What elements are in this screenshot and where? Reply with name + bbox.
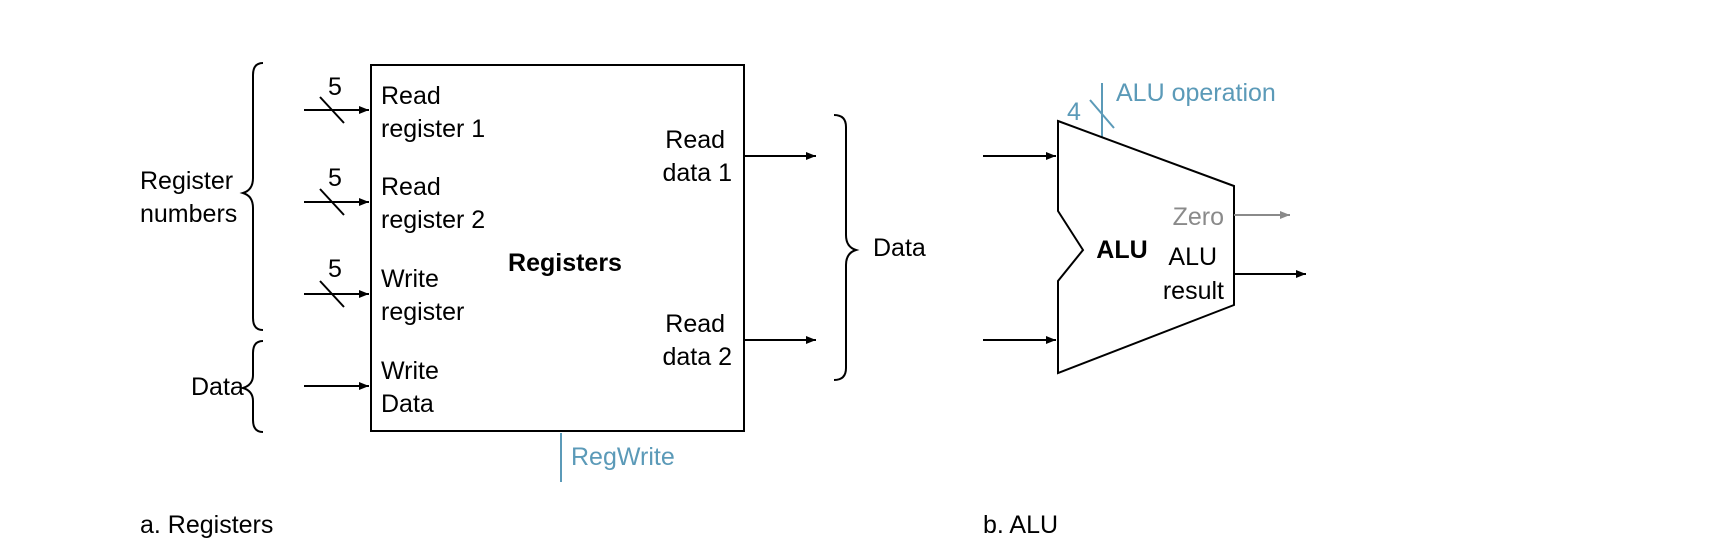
alu-result-label: ALU result (1163, 243, 1224, 305)
registers-caption: a. Registers (140, 511, 273, 539)
alu-body (1057, 119, 1235, 375)
bus-width-read-register-1: 5 (328, 73, 342, 101)
alu-section: 4 ALU operation ALU Zero ALU result b. A… (983, 79, 1306, 539)
write-data-brace (239, 340, 264, 433)
write-data-port: Write Data (381, 357, 446, 418)
read-data-2-port: Read data 2 (662, 310, 732, 371)
read-register-2-port: Read register 2 (381, 173, 485, 234)
bus-width-write-register: 5 (328, 255, 342, 283)
register-numbers-label: Register numbers (140, 167, 240, 228)
alu-label: ALU (1096, 236, 1147, 264)
register-file-section: Register numbers Data Registers 5 Read r… (140, 62, 926, 539)
alu-zero-label: Zero (1173, 203, 1224, 231)
register-numbers-brace (239, 62, 264, 331)
read-data-brace (833, 114, 860, 381)
register-file-label: Registers (508, 249, 622, 277)
register-file-box (370, 64, 745, 432)
bus-slash-read-register-2 (319, 188, 345, 216)
alu-operation-width: 4 (1067, 98, 1081, 126)
bus-width-read-register-2: 5 (328, 164, 342, 192)
write-data-group-label: Data (191, 373, 244, 401)
read-data-group-label: Data (873, 234, 926, 262)
alu-operation-label: ALU operation (1116, 79, 1276, 107)
alu-operation-bus-slash (1089, 99, 1115, 129)
bus-slash-write-register (319, 280, 345, 308)
read-register-1-port: Read register 1 (381, 82, 485, 143)
write-register-port: Write register (381, 265, 464, 326)
regwrite-control-label: RegWrite (571, 443, 675, 471)
read-data-1-port: Read data 1 (662, 126, 732, 187)
bus-slash-read-register-1 (319, 96, 345, 124)
alu-caption: b. ALU (983, 511, 1058, 539)
